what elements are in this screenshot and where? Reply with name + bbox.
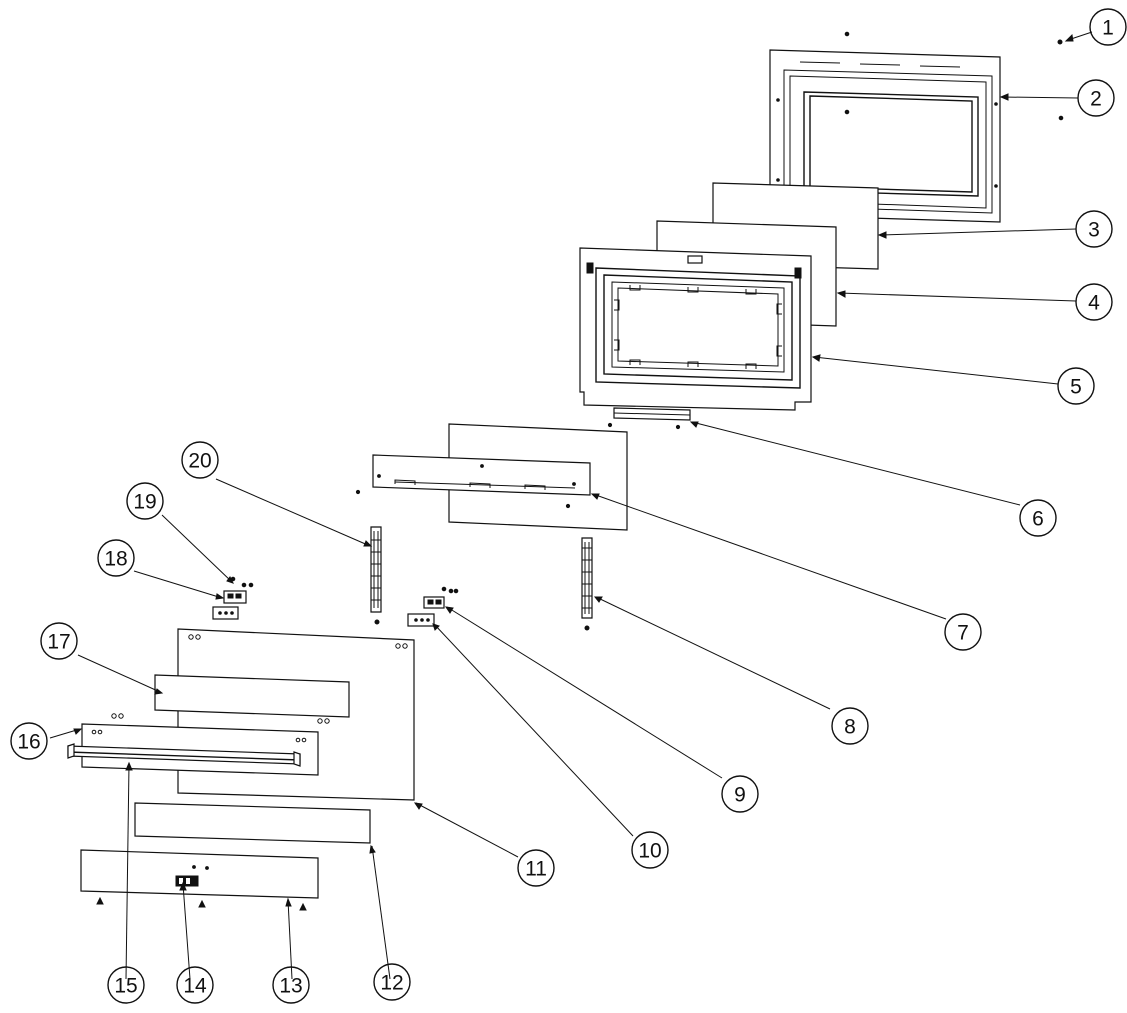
outer-door-panel <box>769 31 1064 223</box>
callout-19: 19 <box>133 491 156 514</box>
bottom-trim-strip <box>607 407 691 430</box>
right-hinge-plate <box>407 613 435 627</box>
inner-panel-with-bracket <box>355 423 628 531</box>
callout-10: 10 <box>638 840 661 863</box>
left-hinge-strip <box>370 526 382 625</box>
callout-7: 7 <box>957 622 969 645</box>
control-panel-base <box>80 849 319 911</box>
callout-18: 18 <box>104 548 127 571</box>
right-hinge-strip <box>581 537 593 631</box>
callout-5: 5 <box>1070 376 1082 399</box>
callout-14: 14 <box>183 975 207 998</box>
lower-insulation-strip <box>134 802 371 844</box>
callout-1: 1 <box>1102 17 1114 40</box>
callout-13: 13 <box>279 975 302 998</box>
callouts: 1 2 3 4 5 6 7 8 9 10 11 12 13 14 15 16 1 <box>10 8 1127 1004</box>
callout-9: 9 <box>734 784 746 807</box>
callout-2: 2 <box>1090 88 1102 111</box>
inner-door-frame <box>579 247 812 411</box>
callout-20: 20 <box>188 450 211 473</box>
callout-15: 15 <box>114 975 137 998</box>
leader-arrowheads <box>73 33 1074 907</box>
callout-6: 6 <box>1032 508 1044 531</box>
callout-17: 17 <box>47 631 70 654</box>
switch-connector <box>175 875 199 887</box>
handle-bar <box>67 743 301 767</box>
callout-12: 12 <box>380 972 403 995</box>
callout-8: 8 <box>844 716 856 739</box>
callout-3: 3 <box>1088 219 1100 242</box>
right-hinge-bracket <box>423 586 459 609</box>
callout-4: 4 <box>1088 292 1100 315</box>
callout-11: 11 <box>525 858 547 881</box>
callout-16: 16 <box>17 731 40 754</box>
left-hinge-bracket <box>212 576 254 620</box>
insulation-strip <box>154 674 350 718</box>
